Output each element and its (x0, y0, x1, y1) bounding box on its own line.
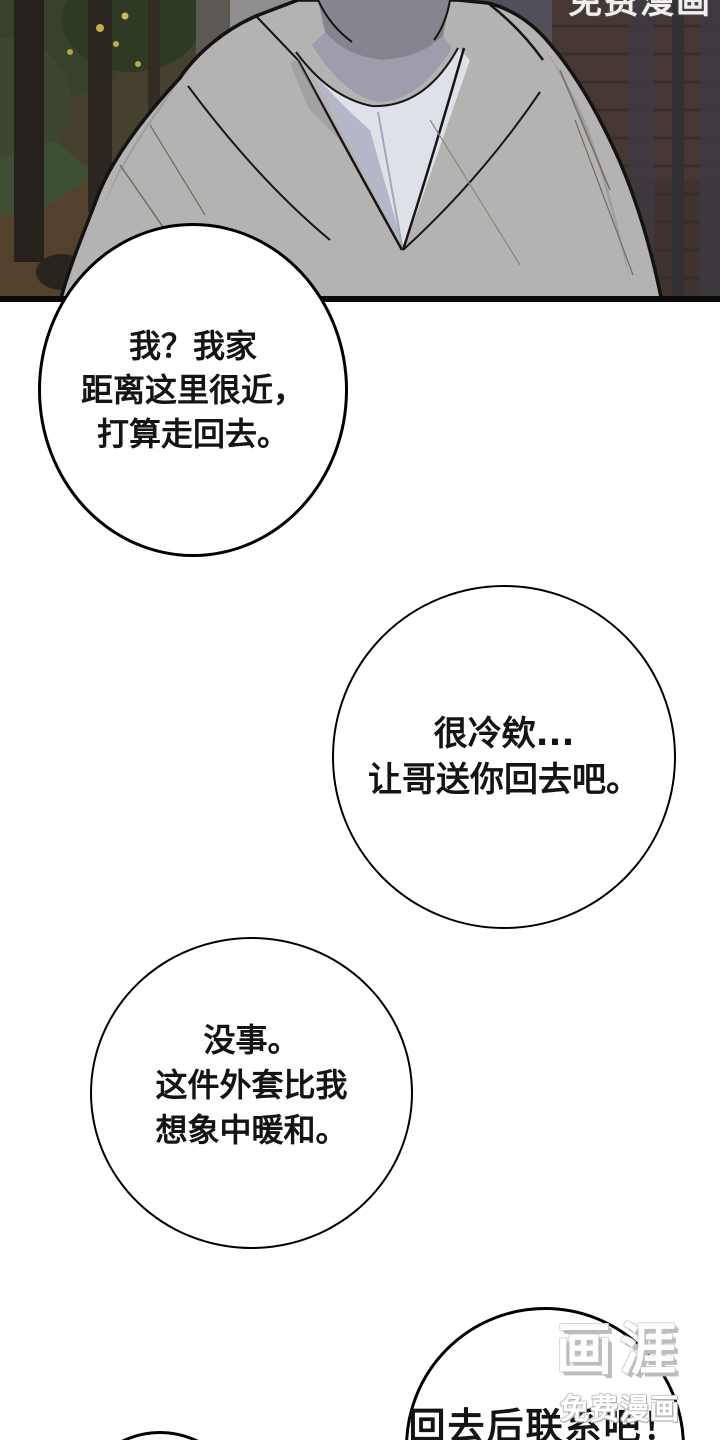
panel-bottom-border (0, 296, 720, 302)
bubble-line: 距离这里很近， (80, 371, 305, 409)
speech-bubble-partial (73, 1431, 247, 1440)
bubble-3-text: 没事。 这件外套比我 想象中暖和。 (155, 1018, 347, 1153)
bubble-line: 打算走回去。 (96, 415, 289, 453)
bubble-line: 这件外套比我 (155, 1065, 348, 1104)
bubble-line: 回去后联系吧！ (408, 1405, 682, 1440)
bubble-line: 想象中暖和。 (155, 1110, 348, 1149)
bubble-2-text: 很冷欸... 让哥送你回去吧。 (368, 711, 640, 803)
speech-bubble-3: 没事。 这件外套比我 想象中暖和。 (90, 937, 413, 1249)
logo-tagline-text: 免费漫画 (559, 1392, 680, 1426)
bubble-line: 没事。 (203, 1020, 300, 1059)
logo-brand-text: 画涯 (556, 1318, 684, 1383)
bubble-4-text: 回去后联系吧！ (409, 1405, 682, 1440)
bubble-1-text: 我？我家 距离这里很近， 打算走回去。 (81, 324, 305, 456)
watermark-top: 免费漫画 (568, 0, 712, 22)
speech-bubble-2: 很冷欸... 让哥送你回去吧。 (332, 585, 676, 929)
huaya-logo: 画涯 免费漫画 (556, 1323, 684, 1428)
bubble-line: 很冷欸... (433, 714, 575, 754)
bubble-line: 我？我家 (128, 327, 257, 365)
bubble-line: 让哥送你回去吧。 (368, 760, 640, 800)
speech-bubble-1: 我？我家 距离这里很近， 打算走回去。 (38, 223, 348, 557)
